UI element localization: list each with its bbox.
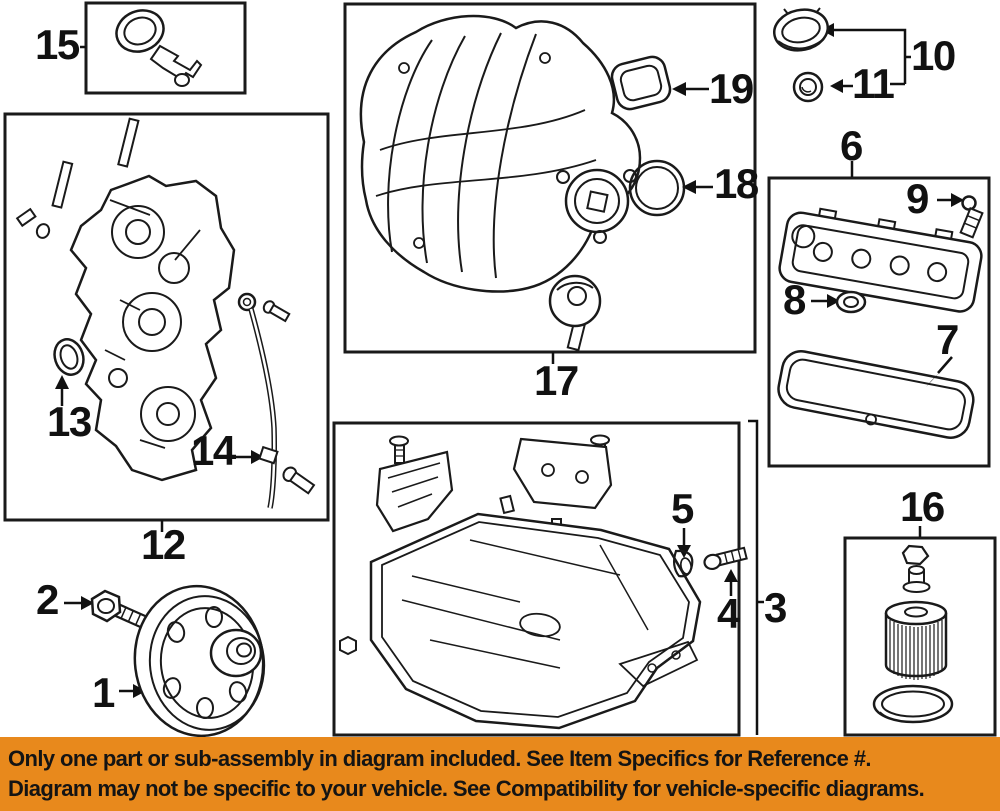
part-1-crank-pulley (133, 584, 266, 737)
callout-18: 18 (714, 160, 759, 207)
part-12-timing-cover (15, 117, 236, 482)
filter-oring (872, 684, 954, 724)
pan-nut (339, 635, 357, 656)
part-16-oil-filter-group (872, 544, 954, 724)
callout-17: 17 (534, 357, 579, 404)
callout-10: 10 (911, 32, 956, 79)
part-8-tube-seal (835, 290, 867, 314)
pan-baffle-left (375, 450, 454, 533)
part-4-bolt (703, 546, 748, 571)
part-5-clip (672, 549, 694, 578)
leader-11 (830, 79, 905, 93)
part-11-cap-gasket (792, 71, 824, 103)
stud-bolts (15, 117, 140, 239)
part-6-valve-cover (778, 207, 983, 313)
callout-11: 11 (852, 60, 895, 107)
leader-14 (233, 450, 264, 464)
disclaimer-banner: Only one part or sub-assembly in diagram… (0, 737, 1000, 811)
part-17-intake-manifold (359, 14, 642, 293)
leader-13 (55, 375, 69, 406)
filter-plug (902, 565, 931, 593)
leader-3 (748, 419, 764, 735)
callout-15: 15 (35, 21, 80, 68)
disclaimer-line-2: Diagram may not be specific to your vehi… (8, 776, 925, 801)
box-part-16 (843, 536, 997, 737)
part-10-oil-cap (773, 7, 829, 52)
callout-3: 3 (764, 584, 787, 631)
part-18-throttle-gasket (628, 159, 686, 217)
pan-bolt-a (389, 435, 409, 464)
oil-pan-outline (369, 512, 702, 730)
callout-9: 9 (906, 175, 929, 222)
part-9-bolt (959, 195, 984, 239)
callout-16: 16 (900, 483, 945, 530)
callout-6: 6 (840, 122, 863, 169)
filter-element (884, 600, 948, 680)
callout-1: 1 (92, 669, 115, 716)
callout-2: 2 (36, 576, 59, 623)
box-part-3 (332, 421, 741, 737)
filter-clip (901, 544, 930, 566)
callout-14: 14 (191, 427, 236, 474)
part-3-oil-pan-group (339, 434, 702, 730)
box-part-12 (3, 112, 330, 522)
callout-5: 5 (671, 485, 694, 532)
leader-8 (811, 294, 840, 308)
leader-9 (937, 193, 964, 207)
leader-4 (724, 569, 738, 596)
callout-19: 19 (709, 65, 754, 112)
part-13-crankshaft-seal (53, 338, 85, 376)
leader-1 (119, 684, 146, 698)
diagram-linework (3, 1, 997, 737)
pan-baffle-center (512, 437, 613, 510)
part-19-port-gasket (610, 55, 672, 111)
box-part-6 (767, 176, 991, 468)
leader-2 (64, 596, 94, 610)
leader-19 (672, 82, 709, 96)
callout-8: 8 (783, 276, 806, 323)
leader-lines (55, 23, 964, 735)
callout-7: 7 (936, 316, 959, 363)
part-17-pcv-valve (548, 274, 602, 352)
part-boxes (3, 1, 997, 737)
callout-4: 4 (717, 590, 740, 637)
disclaimer-line-1: Only one part or sub-assembly in diagram… (8, 746, 872, 771)
leader-18 (682, 180, 713, 194)
part-15-oil-filler-cap (115, 9, 203, 87)
part-7-valve-cover-gasket (777, 350, 975, 439)
box-part-17 (343, 2, 757, 354)
callout-13: 13 (47, 398, 92, 445)
callout-12: 12 (141, 521, 186, 568)
part-14-dipstick (237, 292, 316, 509)
